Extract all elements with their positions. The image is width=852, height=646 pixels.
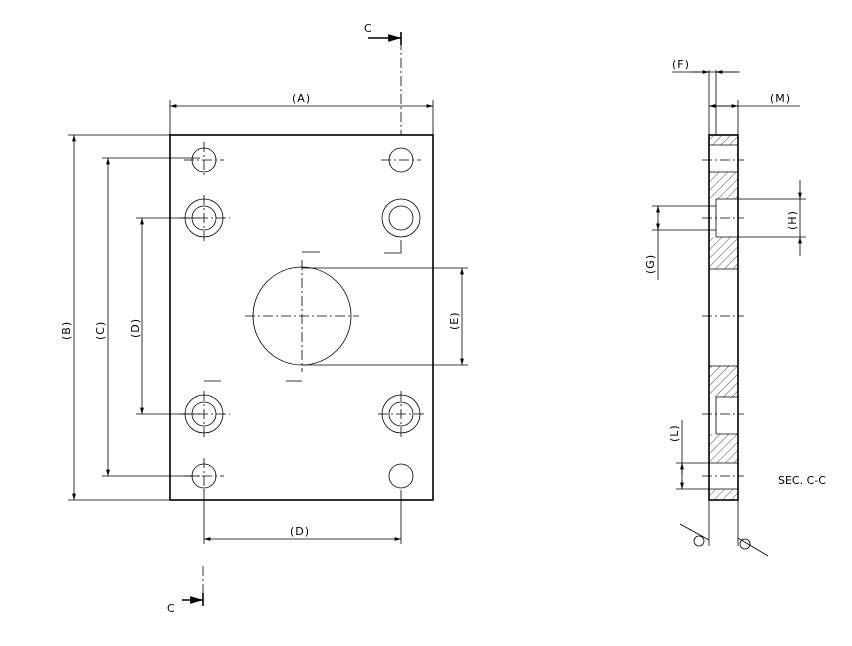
section-caption: SEC. C-C xyxy=(778,474,826,487)
angle-indicator-left xyxy=(679,500,710,547)
dimension-d-horizontal: (D) xyxy=(203,490,402,544)
hole-top-right xyxy=(381,147,421,173)
counterbore-upper-right xyxy=(381,198,421,254)
section-mark-bottom: C xyxy=(167,602,175,615)
section-arrow-top: C xyxy=(364,22,402,45)
dim-c-label: (C) xyxy=(94,321,107,340)
dim-d-vertical-label: (D) xyxy=(129,318,142,338)
dim-g-label: (G) xyxy=(644,254,657,274)
section-outline xyxy=(708,134,739,501)
dimension-g: (G) xyxy=(644,205,716,280)
front-view: C C xyxy=(60,22,468,615)
section-arrow-bottom: C xyxy=(167,593,204,615)
section-view: (F) (M) (H) (G) xyxy=(644,58,826,557)
dim-b-label: (B) xyxy=(60,321,73,340)
dim-d-horizontal-label: (D) xyxy=(290,525,310,538)
dimension-f: (F) xyxy=(672,58,740,135)
dimension-l: (L) xyxy=(668,420,709,490)
section-mark-top: C xyxy=(364,22,372,35)
dimension-m: (M) xyxy=(709,92,800,135)
dim-f-label: (F) xyxy=(672,58,690,71)
dim-h-label: (H) xyxy=(786,210,799,230)
dimension-e: (E) xyxy=(302,267,468,366)
angle-indicator-right xyxy=(737,500,769,557)
central-bore xyxy=(245,251,359,382)
dimension-c: (C) xyxy=(94,157,200,477)
dimension-a: (A) xyxy=(169,92,434,135)
dimension-b: (B) xyxy=(60,134,170,501)
dim-m-label: (M) xyxy=(770,92,791,105)
dim-a-label: (A) xyxy=(292,92,311,105)
hole-top-left xyxy=(184,142,224,178)
counterbore-lower-left xyxy=(180,380,230,437)
dimension-h: (H) xyxy=(738,180,806,256)
dim-e-label: (E) xyxy=(448,311,461,330)
plate-outline xyxy=(169,134,434,501)
hole-bottom-right xyxy=(388,463,414,489)
dim-l-label: (L) xyxy=(668,424,681,442)
counterbore-lower-right xyxy=(378,391,424,437)
dimension-d-vertical: (D) xyxy=(129,217,200,415)
